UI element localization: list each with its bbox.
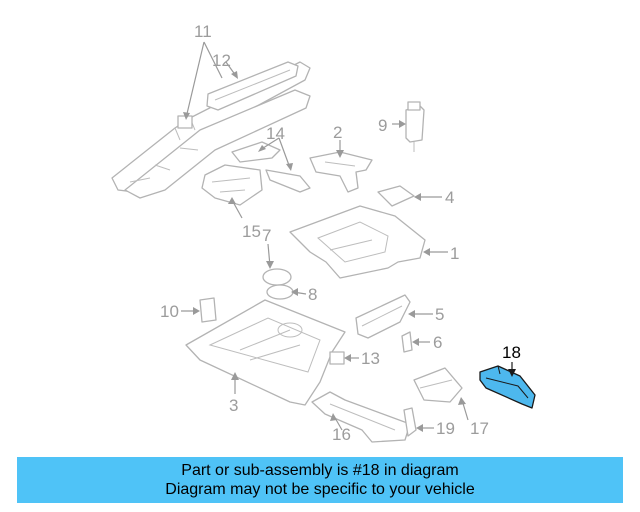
part-bracket-set bbox=[201, 141, 311, 206]
callout-18: 18 bbox=[502, 343, 521, 362]
part-crossmember bbox=[311, 391, 411, 443]
callout-3: 3 bbox=[229, 396, 238, 415]
part-clip bbox=[329, 351, 345, 365]
part-heat-shield bbox=[413, 367, 463, 403]
part-front-floor-pan bbox=[185, 299, 346, 406]
part-small-bracket bbox=[199, 297, 217, 323]
callout-10: 10 bbox=[160, 302, 179, 321]
part-bracket-19 bbox=[403, 407, 417, 437]
callout-5: 5 bbox=[435, 305, 444, 324]
callout-15: 15 bbox=[242, 222, 261, 241]
callout-1: 1 bbox=[450, 244, 459, 263]
part-frame-reinforcement bbox=[206, 61, 299, 111]
part-18-highlighted bbox=[479, 365, 536, 409]
part-side-rail bbox=[355, 294, 411, 339]
banner-disclaimer-line: Diagram may not be specific to your vehi… bbox=[165, 481, 475, 498]
banner-part-line: Part or sub-assembly is #18 in diagram bbox=[181, 462, 459, 479]
info-banner: Part or sub-assembly is #18 in diagram D… bbox=[17, 457, 623, 503]
callout-16: 16 bbox=[332, 425, 351, 444]
parts-diagram: 11 12 14 15 2 9 4 1 7 8 10 5 6 13 3 16 1… bbox=[111, 22, 536, 444]
callout-2: 2 bbox=[333, 123, 342, 142]
part-small-plate bbox=[377, 185, 415, 207]
callout-14: 14 bbox=[266, 124, 285, 143]
callout-17: 17 bbox=[470, 419, 489, 438]
part-hook bbox=[401, 331, 413, 353]
callout-4: 4 bbox=[445, 188, 454, 207]
callout-9: 9 bbox=[378, 116, 387, 135]
callout-12: 12 bbox=[212, 51, 231, 70]
part-cross-bracket bbox=[309, 151, 373, 193]
callout-13: 13 bbox=[361, 349, 380, 368]
callout-8: 8 bbox=[308, 285, 317, 304]
part-plugs bbox=[262, 268, 294, 300]
callout-6: 6 bbox=[433, 333, 442, 352]
part-rear-floor-pan bbox=[289, 205, 426, 279]
arrowheads bbox=[183, 71, 516, 432]
part-frame-rail bbox=[111, 61, 311, 199]
callout-labels: 11 12 14 15 2 9 4 1 7 8 10 5 6 13 3 16 1… bbox=[160, 22, 521, 444]
part-jack bbox=[405, 101, 425, 152]
callout-19: 19 bbox=[436, 419, 455, 438]
callout-7: 7 bbox=[262, 226, 271, 245]
callout-11: 11 bbox=[194, 22, 212, 41]
